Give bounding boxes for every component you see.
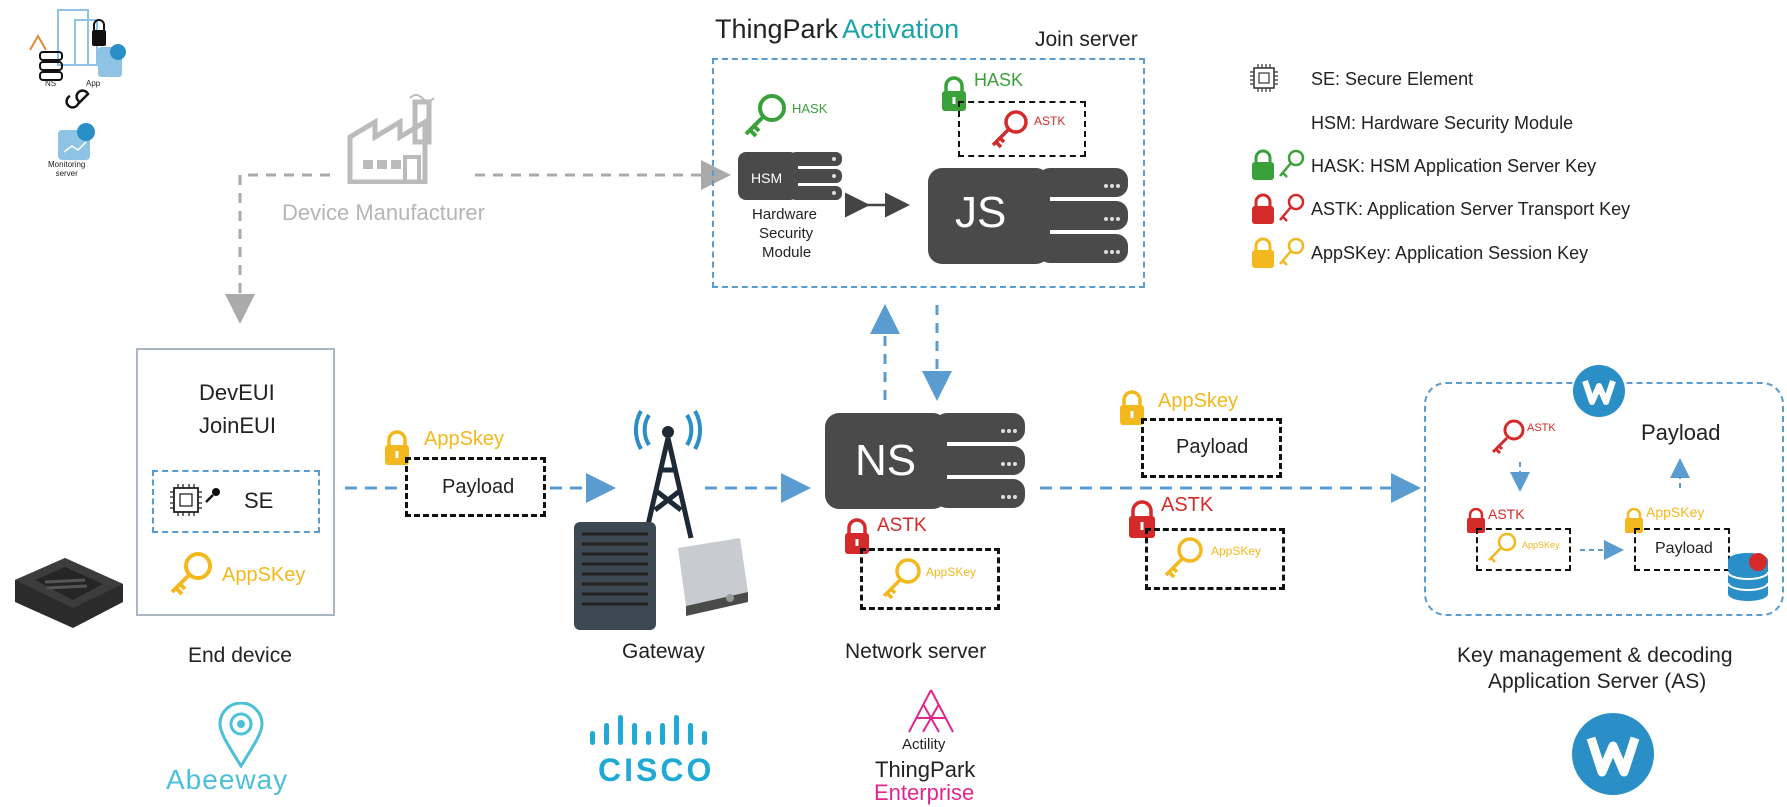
device-appskey-label: AppSKey — [222, 564, 306, 586]
as-appskey-label: AppSKey — [1646, 504, 1705, 520]
as-bottom-logo-icon — [1572, 713, 1654, 795]
packet1-box — [405, 457, 546, 517]
legend-astk-text: ASTK: Application Server Transport Key — [1311, 199, 1631, 219]
cisco-logo-icon — [590, 715, 707, 745]
packet2-appskey-label: AppSkey — [1158, 390, 1239, 412]
join-server-box — [712, 58, 1145, 288]
thingpark-enterprise-text-2: Enterprise — [874, 780, 975, 805]
as-payload-top: Payload — [1641, 420, 1721, 445]
packet1-payload: Payload — [442, 476, 515, 498]
packet2-astk-box — [1145, 528, 1285, 590]
abeeway-logo-icon — [218, 702, 264, 768]
ns-appskey-label: AppSKey — [926, 565, 977, 579]
gateway-caption: Gateway — [622, 640, 705, 663]
js-server-label: JS — [955, 188, 1007, 237]
gateway-device-image — [574, 522, 748, 630]
packet2-appskey-lock-icon — [1120, 390, 1144, 425]
legend-se-text: SE: Secure Element — [1311, 69, 1474, 89]
ns-server-label: NS — [855, 436, 917, 485]
ns-astk-box — [860, 548, 1000, 610]
hask-key-icon — [744, 94, 786, 138]
ns-app-icon — [29, 9, 126, 160]
js-server-icon — [928, 168, 1128, 264]
hask-small-label: HASK — [792, 101, 828, 116]
actility-logo-icon — [908, 689, 954, 733]
deveui-label: DevEUI — [199, 380, 275, 405]
end-device-caption: End device — [188, 644, 292, 667]
packet1-key-label: AppSkey — [424, 428, 505, 450]
join-server-title: Join server — [1035, 28, 1138, 51]
actility-text: Actility — [902, 736, 946, 753]
activation-word: Activation — [842, 14, 960, 44]
ns-label: NS — [45, 79, 57, 88]
top-left-icons — [20, 2, 130, 182]
as-astk-key-label: ASTK — [1527, 422, 1556, 434]
gateway-tower-icon — [633, 410, 703, 539]
hsm-server-icon — [738, 152, 842, 200]
as-caption-1: Key management & decoding — [1457, 644, 1733, 667]
legend-appskey-icon — [1252, 237, 1305, 268]
legend-hsm-text: HSM: Hardware Security Module — [1311, 113, 1574, 133]
as-inner-key-label: AppSKey — [1522, 540, 1560, 550]
as-top-badge-icon — [1573, 365, 1625, 417]
packet2-payload-box — [1141, 418, 1282, 478]
factory-icon — [347, 94, 435, 184]
chip-icon — [1250, 64, 1278, 92]
se-label: SE — [244, 488, 274, 513]
tracker-device-image — [15, 558, 123, 628]
joineui-label: JoinEUI — [199, 413, 277, 438]
ns-astk-label: ASTK — [877, 515, 927, 536]
astk-key-icon — [991, 110, 1028, 149]
as-astk-box — [1476, 528, 1571, 571]
as-inner-key-icon — [1488, 532, 1517, 563]
astk-wrapped-box — [958, 101, 1086, 157]
ns-server-icon — [825, 413, 1025, 509]
as-caption-2: Application Server (AS) — [1488, 670, 1707, 693]
se-chip-icon — [170, 484, 220, 516]
packet2-astk-label: ASTK — [1161, 494, 1214, 516]
legend-astk-icon — [1252, 193, 1305, 224]
network-server-caption: Network server — [845, 640, 987, 663]
legend-hask-icon — [1252, 149, 1305, 180]
abeeway-logo-text: Abeeway — [166, 764, 289, 795]
hsm-caption-3: Module — [762, 244, 812, 261]
device-manufacturer-label: Device Manufacturer — [282, 200, 485, 225]
hask-lock-label: HASK — [974, 70, 1024, 90]
ns-appskey-icon — [882, 558, 921, 600]
hsm-server-label: HSM — [751, 170, 783, 186]
app-label: App — [86, 79, 101, 88]
cisco-logo-text: CISCO — [598, 752, 715, 788]
monitoring-server-label: Monitoring server — [48, 160, 86, 178]
thingpark-word: ThingPark — [715, 14, 839, 44]
astk-small-label: ASTK — [1034, 114, 1066, 128]
database-icon — [1727, 553, 1769, 601]
end-device-box — [136, 348, 335, 616]
thingpark-enterprise-text-1: ThingPark — [875, 757, 976, 782]
packet2-astk-lock-icon — [1129, 500, 1155, 538]
as-astk-lock-label: ASTK — [1488, 506, 1525, 522]
packet2-appskey-key-icon — [1164, 537, 1203, 579]
as-payload-box — [1634, 528, 1730, 571]
hsm-caption-1: Hardware — [752, 206, 818, 223]
packet2-inner-label: AppSKey — [1211, 544, 1262, 558]
device-appskey-icon — [170, 552, 212, 596]
hsm-caption-2: Security — [759, 225, 814, 242]
legend-appskey-text: AppSKey: Application Session Key — [1311, 243, 1589, 263]
hask-lock-icon — [942, 76, 966, 111]
manufacturer-to-device-arrow — [225, 173, 330, 324]
se-box — [152, 470, 320, 533]
packet1-lock-icon — [385, 430, 409, 465]
packet2-payload: Payload — [1176, 436, 1249, 458]
legend-hask-text: HASK: HSM Application Server Key — [1311, 156, 1597, 176]
as-astk-key-icon — [1491, 419, 1525, 455]
as-payload: Payload — [1655, 540, 1713, 557]
